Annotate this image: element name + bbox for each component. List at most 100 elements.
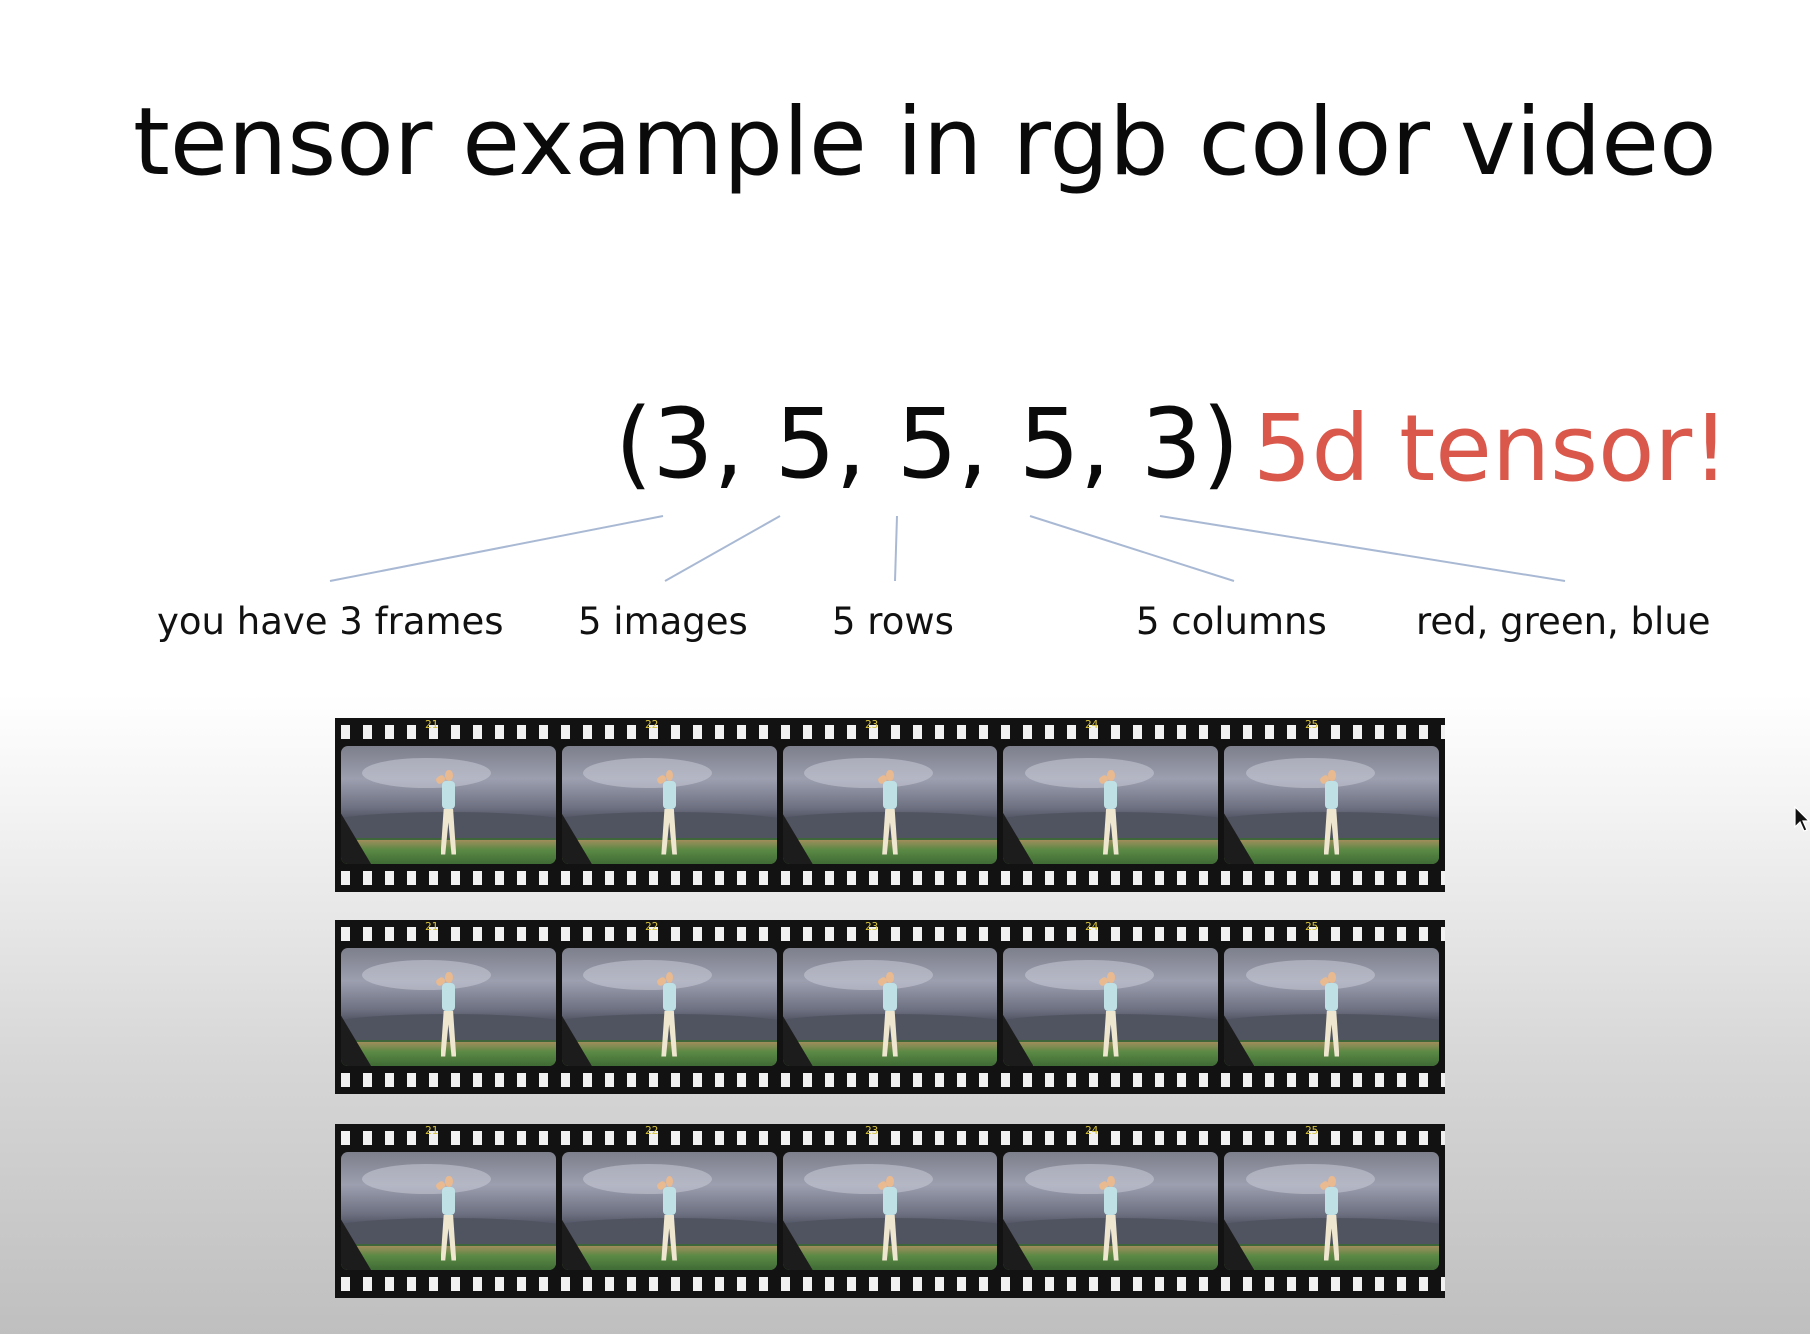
dimension-label-columns: 5 columns <box>1136 600 1327 643</box>
golfer-torso <box>1324 1187 1339 1215</box>
grass <box>782 840 998 864</box>
frame-number: 21 <box>425 1124 439 1137</box>
grass <box>1003 1246 1219 1270</box>
film-row <box>341 746 1439 864</box>
golfer-figure <box>433 769 463 855</box>
film-frame <box>341 746 556 864</box>
grass <box>561 840 777 864</box>
golfer-figure <box>875 1175 905 1261</box>
golfer-figure <box>654 1175 684 1261</box>
cloud <box>362 757 492 789</box>
grass <box>1003 1042 1219 1066</box>
golfer-torso <box>883 781 897 809</box>
golfer-figure <box>1317 769 1347 855</box>
tensor-shape: (3, 5, 5, 5, 3) <box>615 388 1240 500</box>
film-frame <box>341 1152 556 1270</box>
golfer-legs <box>440 808 457 855</box>
golfer-figure <box>1317 971 1347 1057</box>
golfer-head <box>444 1175 453 1188</box>
golfer-legs <box>882 1214 898 1261</box>
connector-columns <box>1029 515 1235 582</box>
golfer-torso <box>1104 781 1118 809</box>
golfer-head <box>665 1175 674 1188</box>
golfer-legs <box>882 1010 898 1057</box>
mouse-pointer-icon <box>1794 806 1810 832</box>
grass <box>782 1042 998 1066</box>
golfer-legs <box>440 1010 457 1057</box>
frame-number: 25 <box>1305 1124 1319 1137</box>
film-frame <box>782 948 998 1066</box>
frame-number: 22 <box>645 718 659 731</box>
golfer-figure <box>1096 1175 1126 1261</box>
film-sprockets <box>335 1073 1445 1087</box>
frame-number: 21 <box>425 718 439 731</box>
dimension-label-rows: 5 rows <box>832 600 954 643</box>
golfer-legs <box>440 1214 457 1261</box>
cloud <box>1024 1163 1154 1195</box>
golfer-figure <box>1317 1175 1347 1261</box>
golfer-legs <box>661 808 677 855</box>
golfer-head <box>665 769 674 782</box>
golfer-torso <box>441 781 455 809</box>
golfer-head <box>886 769 895 782</box>
golfer-torso <box>662 983 676 1011</box>
frame-number: 23 <box>865 1124 879 1137</box>
film-sprockets <box>335 871 1445 885</box>
tensor-callout: 5d tensor! <box>1253 395 1730 502</box>
golfer-figure <box>654 769 684 855</box>
film-frame <box>1003 746 1219 864</box>
frame-number: 24 <box>1085 920 1099 933</box>
golfer-figure <box>875 971 905 1057</box>
film-sprockets <box>335 1277 1445 1291</box>
connector-frames <box>329 515 664 582</box>
golfer-legs <box>1102 808 1119 855</box>
golfer-legs <box>1323 1010 1340 1057</box>
film-row <box>341 948 1439 1066</box>
film-frame <box>561 948 777 1066</box>
dimension-label-channels: red, green, blue <box>1416 600 1711 643</box>
cloud <box>804 757 933 789</box>
grass <box>1224 1246 1439 1270</box>
golfer-figure <box>1096 769 1126 855</box>
cloud <box>1245 959 1375 991</box>
grass <box>1003 840 1219 864</box>
connector-images <box>664 515 781 582</box>
film-frame <box>341 948 556 1066</box>
grass <box>341 840 556 864</box>
slide-title: tensor example in rgb color video <box>133 88 1717 197</box>
golfer-legs <box>661 1214 677 1261</box>
cloud <box>1024 757 1154 789</box>
golfer-legs <box>1323 1214 1340 1261</box>
frame-number: 22 <box>645 1124 659 1137</box>
cloud <box>1024 959 1154 991</box>
cloud <box>1245 1163 1375 1195</box>
film-sprockets <box>335 927 1445 941</box>
golfer-torso <box>1104 983 1118 1011</box>
frame-number: 24 <box>1085 718 1099 731</box>
golfer-torso <box>662 781 676 809</box>
grass <box>1224 1042 1439 1066</box>
grass <box>1224 840 1439 864</box>
golfer-head <box>1327 971 1336 984</box>
golfer-torso <box>441 1187 455 1215</box>
golfer-torso <box>1324 983 1339 1011</box>
film-frame <box>1224 948 1439 1066</box>
golfer-head <box>444 971 453 984</box>
golfer-head <box>1107 1175 1115 1188</box>
golfer-torso <box>1324 781 1339 809</box>
grass <box>561 1246 777 1270</box>
film-sprockets <box>335 725 1445 739</box>
golfer-figure <box>1096 971 1126 1057</box>
film-frame <box>1003 948 1219 1066</box>
grass <box>782 1246 998 1270</box>
golfer-torso <box>441 983 455 1011</box>
golfer-head <box>1327 1175 1336 1188</box>
cloud <box>583 959 713 991</box>
dimension-label-images: 5 images <box>578 600 748 643</box>
frame-number: 23 <box>865 920 879 933</box>
frame-number: 25 <box>1305 920 1319 933</box>
golfer-legs <box>1323 808 1340 855</box>
